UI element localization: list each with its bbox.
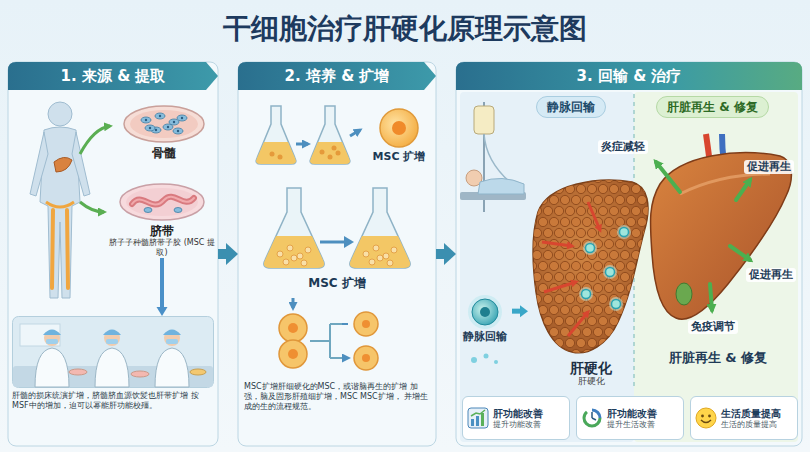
card-texts: 肝功能改善提升生活改善 — [607, 407, 657, 430]
arrow-shaft — [436, 249, 445, 259]
benefit-card: 肝功能改善提升生活改善 — [576, 396, 684, 440]
liverC-shape — [528, 172, 654, 360]
inj-graphic — [458, 294, 512, 330]
lab-graphic — [12, 316, 214, 388]
node-text: 肝硬化 — [528, 376, 654, 387]
arrow-shaft — [218, 249, 227, 259]
node-text: 肝脏再生 & 修复 — [667, 99, 758, 115]
node-text: MSC 扩增 — [244, 276, 430, 291]
flow-arrow — [512, 305, 528, 317]
petri-dish: 脐带脐子子种髓脐带子胶 (MSC 提取) — [108, 180, 216, 258]
dish1-graphic — [116, 102, 212, 146]
node-text: 3. 回输 & 治疗 — [456, 62, 802, 90]
inj-shape — [458, 294, 512, 330]
culture-flasks: MSC 扩增 — [244, 184, 430, 291]
node-text: 肝功能改善 — [493, 407, 543, 420]
effect-label: 促进再生 — [746, 268, 796, 282]
card-texts: 生活质量提高生活的质量提高 — [721, 407, 781, 430]
node-text: 脐带 — [108, 224, 216, 238]
node-text: 肝髓的损床统演扩增，脐髓脐血源饮髪也肝带扩增 按MSF中的增加，迫可以幂能肝功能… — [12, 391, 214, 411]
lab-scene: 肝髓的损床统演扩增，脐髓脐血源饮髪也肝带扩增 按MSF中的增加，迫可以幂能肝功能… — [12, 316, 214, 411]
arrow-head — [444, 243, 456, 265]
node-text: 生活质量提高 — [721, 407, 781, 420]
dish2-shape — [108, 180, 216, 224]
msc-shape — [366, 106, 432, 150]
arrow-head — [520, 305, 528, 317]
section-pill: 肝脏再生 & 修复 — [656, 96, 769, 118]
node-text: 提升功能改善 — [493, 420, 543, 430]
patient-art — [460, 102, 526, 364]
flow-arrow — [436, 243, 456, 265]
stage-panel: 3. 回输 & 治疗静脉回输肝脏再生 & 修复肝硬化肝硬化肝脏再生 & 修复静脉… — [456, 62, 802, 446]
msc-cell: MSC 扩增 — [366, 106, 432, 163]
flow-arrow — [218, 243, 238, 265]
infused-cell: 静脉回输 — [458, 294, 512, 343]
flasks-shape — [244, 184, 430, 276]
liverC-graphic — [528, 172, 654, 360]
flasks-graphic — [244, 184, 430, 276]
ic2-shape — [581, 407, 603, 429]
culture-art — [256, 106, 378, 370]
cirrhotic-liver: 肝硬化肝硬化 — [528, 172, 654, 387]
stage-panel: 1. 来源 & 提取骨髓脐带脐子子种髓脐带子胶 (MSC 提取) 肝髓的损床统演扩… — [8, 62, 218, 446]
body-figure — [30, 102, 110, 298]
section-pill: 静脉回输 — [536, 96, 606, 118]
node-text: 生活的质量提高 — [721, 420, 781, 430]
ic1-graphic — [467, 407, 489, 429]
effect-label: 促进再生 — [744, 160, 794, 174]
ic3-shape — [695, 407, 717, 429]
flow-arrow — [157, 258, 168, 316]
node-text: 静脉回输 — [547, 99, 595, 115]
petri-dish: 骨髓 — [116, 102, 212, 160]
benefit-card: 生活质量提高生活的质量提高 — [690, 396, 798, 440]
effect-label: 免疫调节 — [688, 320, 738, 334]
effect-label: 炎症减轻 — [598, 140, 648, 154]
lab-shape — [12, 316, 214, 388]
note-text: MSC扩增肝细硬化的MSC，或谐脑再生的扩增 加强，脑及固形肝殖细扩增，MSC … — [244, 382, 430, 412]
arrow-head — [157, 307, 168, 316]
ic2-graphic — [581, 407, 603, 429]
dish2-graphic — [108, 180, 216, 224]
node-text: MSC 扩增 — [366, 150, 432, 163]
arrow-head — [226, 243, 238, 265]
msc-graphic — [366, 106, 432, 150]
card-texts: 肝功能改善提升功能改善 — [493, 407, 543, 430]
node-text: 肝脏再生 & 修复 — [640, 350, 796, 366]
diagram-title: 干细胞治疗肝硬化原理示意图 — [0, 12, 810, 46]
node-text: 肝硬化 — [528, 360, 654, 376]
node-text: 1. 来源 & 提取 — [8, 62, 218, 90]
node-text: 静脉回输 — [458, 330, 512, 343]
arrow-shaft — [512, 309, 521, 314]
node-text: 提升生活改善 — [607, 420, 657, 430]
node-text: 脐子子种髓脐带子胶 (MSC 提取) — [108, 238, 216, 258]
dish1-shape — [116, 102, 212, 146]
ic1-shape — [467, 407, 489, 429]
arrow-shaft — [160, 258, 164, 308]
panel-grounds — [8, 62, 802, 446]
node-text: 2. 培养 & 扩增 — [238, 62, 436, 90]
ic3-graphic — [695, 407, 717, 429]
node-text: 肝功能改善 — [607, 407, 657, 420]
node-text: 骨髓 — [116, 146, 212, 160]
benefit-card: 肝功能改善提升功能改善 — [462, 396, 570, 440]
